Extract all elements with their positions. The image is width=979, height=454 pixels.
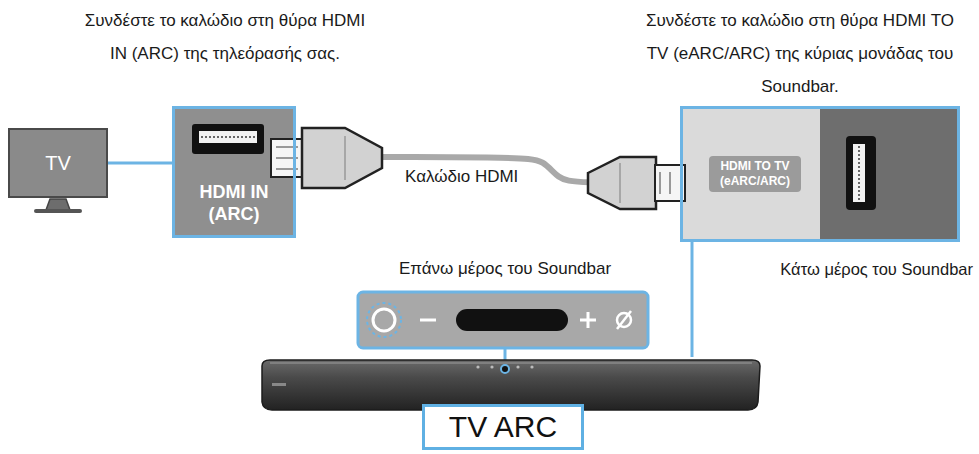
hdmi-pins: [201, 136, 255, 138]
button-highlight: [367, 303, 401, 337]
soundbar-body: [262, 360, 760, 410]
button-dot: [490, 365, 493, 368]
button-dot: [516, 365, 519, 368]
node-label: TV: [45, 152, 71, 175]
minus-button: [420, 319, 436, 322]
source-button: [373, 309, 395, 331]
rear-panel-dark: [820, 109, 957, 239]
top-panel: [358, 292, 648, 348]
button-dot: [530, 365, 533, 368]
hdmi-plug: [588, 157, 656, 209]
logo-mark: [272, 383, 286, 386]
edge-label: Καλώδιο HDMI: [402, 166, 521, 188]
hdmi-port-pins: [853, 144, 865, 202]
plug-ridge: [344, 136, 346, 180]
node-label: TV ARC: [449, 410, 557, 444]
leader-line: [691, 242, 694, 357]
button-dot: [501, 365, 509, 373]
tv-port-panel: HDMI IN (ARC): [172, 106, 296, 238]
leader-line: [108, 162, 172, 165]
tv-stand-base: [34, 209, 82, 213]
view-caption: Κάτω μέρος του Soundbar: [740, 258, 973, 280]
view-caption: Επάνω μέρος του Soundbar: [355, 258, 655, 280]
hdmi-pins: [858, 146, 860, 200]
node-label: HDMI TO TV (eARC/ARC): [709, 156, 801, 192]
node-label: HDMI IN (ARC): [186, 181, 282, 225]
hdmi-port: [846, 136, 876, 210]
button-name-box: TV ARC: [422, 404, 584, 450]
tv-stand: [46, 199, 70, 210]
hdmi-port: [192, 124, 264, 154]
display-window: [456, 309, 568, 331]
plug-ridge: [619, 163, 621, 203]
mic-off-slash: [617, 311, 631, 329]
instruction-note: Συνδέστε το καλώδιο στη θύρα HDMI IN (AR…: [80, 4, 370, 70]
panel-fill: [683, 109, 957, 239]
plug-tip-contacts: [660, 172, 670, 194]
soundbar-port-panel: HDMI TO TV (eARC/ARC): [680, 106, 960, 242]
hdmi-plug: [302, 128, 382, 188]
plug-tip: [271, 139, 303, 177]
tv-screen: TV: [8, 128, 108, 198]
button-dot: [476, 365, 479, 368]
soundbar-top-edge: [270, 362, 752, 364]
plus-button: [580, 312, 596, 328]
instruction-note: Συνδέστε το καλώδιο στη θύρα HDMI TO TV …: [640, 4, 960, 103]
hdmi-port-pins: [199, 131, 257, 143]
